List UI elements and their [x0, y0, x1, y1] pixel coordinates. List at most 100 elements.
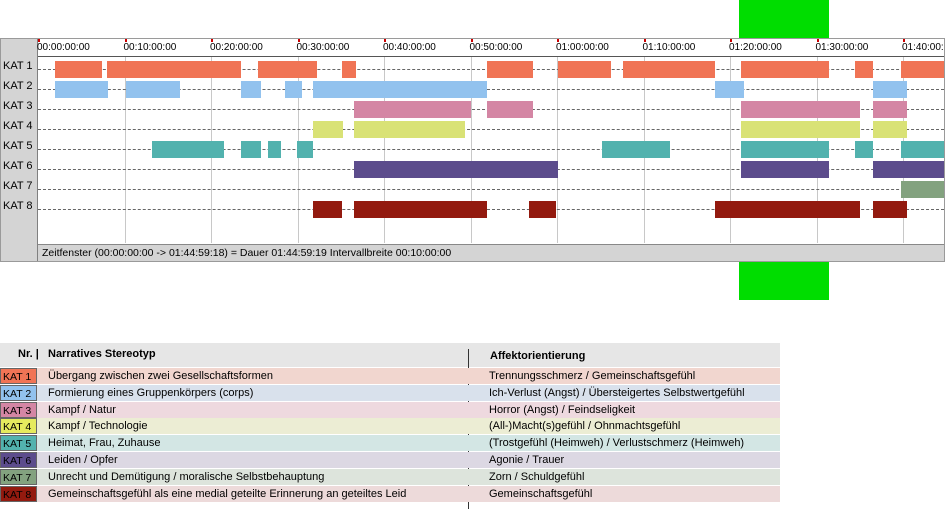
segment-kat-3[interactable] — [353, 101, 472, 118]
legend-row: KAT 3 Kampf / Natur Horror (Angst) / Feind… — [0, 401, 780, 418]
row-label-kat-2: KAT 2 — [3, 80, 33, 92]
legend-kat-badge: KAT 6 — [0, 452, 37, 468]
segment-kat-5[interactable] — [152, 141, 225, 158]
segment-kat-3[interactable] — [872, 101, 908, 118]
row-baseline-kat-2 — [38, 89, 944, 90]
ruler-tick-label: 00:00:00:00 — [37, 42, 90, 53]
legend-affect-text: (Trostgefühl (Heimweh) / Verlustschmerz … — [489, 437, 745, 450]
ruler-tick-label: 00:10:00:00 — [123, 42, 177, 53]
ruler-tick-mark — [470, 39, 473, 42]
legend-affect-text: Gemeinschaftsgefühl — [489, 487, 593, 500]
legend-kat-badge: KAT 5 — [0, 435, 37, 452]
legend-stereotype-text: Leiden / Opfer — [48, 454, 118, 466]
segment-kat-6[interactable] — [353, 161, 558, 178]
segment-kat-4[interactable] — [313, 121, 344, 138]
segment-kat-8[interactable] — [353, 201, 488, 218]
legend-affect-text: Horror (Angst) / Feindseligkeit — [489, 403, 636, 416]
ruler-tick-label: 01:20:00:00 — [729, 42, 782, 53]
legend-kat-badge: KAT 3 — [0, 401, 37, 418]
row-label-kat-5: KAT 5 — [3, 140, 33, 152]
legend-row: KAT 7 Unrecht und Demütigung / moralische… — [0, 468, 780, 485]
ruler-tick-label: 01:10:00:00 — [642, 42, 696, 53]
ruler-tick-label: 00:40:00:00 — [383, 42, 436, 53]
segment-kat-2[interactable] — [284, 81, 302, 98]
segment-kat-8[interactable] — [313, 201, 342, 218]
segment-kat-5[interactable] — [741, 141, 829, 158]
segment-kat-5[interactable] — [901, 141, 944, 158]
segment-kat-1[interactable] — [487, 61, 533, 78]
segment-kat-5[interactable] — [241, 141, 262, 158]
segment-kat-2[interactable] — [715, 81, 744, 98]
ruler-tick-mark — [557, 39, 559, 42]
segment-kat-3[interactable] — [741, 101, 860, 118]
segment-kat-1[interactable] — [741, 61, 829, 78]
ruler-tick-label: 01:00:00:00 — [556, 42, 609, 53]
ruler-tick-label: 00:50:00:00 — [469, 42, 523, 53]
legend-stereotype-text: Kampf / Natur — [48, 403, 116, 416]
row-label-kat-1: KAT 1 — [3, 60, 33, 72]
legend-stereotype-text: Heimat, Frau, Zuhause — [48, 437, 161, 450]
segment-kat-1[interactable] — [257, 61, 317, 78]
segment-kat-5[interactable] — [296, 141, 314, 158]
legend-header-stereotype: Narratives Stereotyp — [48, 348, 156, 360]
segment-kat-5[interactable] — [602, 141, 670, 158]
segment-kat-1[interactable] — [54, 61, 103, 78]
grid-line — [124, 57, 126, 243]
row-baseline-kat-4 — [38, 129, 944, 130]
segment-kat-1[interactable] — [107, 61, 241, 78]
timeline-tracks[interactable] — [38, 57, 944, 243]
segment-kat-6[interactable] — [741, 161, 829, 178]
legend-affect-text: Agonie / Trauer — [489, 454, 565, 466]
segment-kat-4[interactable] — [872, 121, 908, 138]
segment-kat-2[interactable] — [241, 81, 262, 98]
segment-kat-7[interactable] — [901, 181, 944, 198]
ruler-tick-mark — [730, 39, 732, 42]
segment-kat-4[interactable] — [353, 121, 465, 138]
segment-kat-3[interactable] — [487, 101, 533, 118]
legend-header-row: Nr. | Narratives Stereotyp Affektorienti… — [0, 343, 780, 367]
legend-affect-text: Ich-Verlust (Angst) / Übersteigertes Sel… — [489, 386, 745, 399]
row-baseline-kat-7 — [38, 189, 944, 190]
segment-kat-1[interactable] — [622, 61, 716, 78]
row-label-kat-8: KAT 8 — [3, 200, 33, 212]
row-label-kat-4: KAT 4 — [3, 120, 33, 132]
segment-kat-2[interactable] — [872, 81, 908, 98]
legend-stereotype-text: Unrecht und Demütigung / moralische Selb… — [48, 470, 325, 483]
legend-header-nr: Nr. | — [18, 348, 39, 360]
segment-kat-2[interactable] — [126, 81, 180, 98]
segment-kat-5[interactable] — [854, 141, 873, 158]
highlight-window-bottom — [739, 262, 829, 300]
segment-kat-1[interactable] — [558, 61, 611, 78]
segment-kat-2[interactable] — [313, 81, 488, 98]
row-label-kat-6: KAT 6 — [3, 160, 33, 172]
segment-kat-1[interactable] — [901, 61, 944, 78]
legend-kat-badge: KAT 4 — [0, 418, 37, 435]
segment-kat-1[interactable] — [854, 61, 873, 78]
highlight-window-top — [739, 0, 829, 38]
segment-kat-2[interactable] — [54, 81, 109, 98]
grid-line — [557, 57, 558, 243]
ruler-tick-label: 01:30:00:00 — [815, 42, 869, 53]
segment-kat-6[interactable] — [872, 161, 944, 178]
legend-affect-text: (All-)Macht(s)gefühl / Ohnmachtsgefühl — [489, 420, 681, 433]
ruler-tick-mark — [211, 39, 213, 42]
ruler-tick-mark — [38, 39, 40, 42]
segment-kat-1[interactable] — [341, 61, 357, 78]
row-label-kat-7: KAT 7 — [3, 180, 33, 192]
ruler-tick-mark — [643, 39, 646, 42]
segment-kat-8[interactable] — [528, 201, 557, 218]
legend-row: KAT 6 Leiden / Opfer Agonie / Trauer — [0, 452, 780, 468]
legend-kat-badge: KAT 1 — [0, 368, 37, 384]
time-window-status: Zeitfenster (00:00:00:00 -> 01:44:59:18)… — [38, 244, 944, 261]
segment-kat-5[interactable] — [268, 141, 282, 158]
legend-affect-text: Trennungsschmerz / Gemeinschaftsgefühl — [489, 370, 696, 382]
segment-kat-8[interactable] — [715, 201, 860, 218]
legend-kat-badge: KAT 7 — [0, 468, 37, 485]
segment-kat-4[interactable] — [741, 121, 860, 138]
segment-kat-8[interactable] — [872, 201, 908, 218]
